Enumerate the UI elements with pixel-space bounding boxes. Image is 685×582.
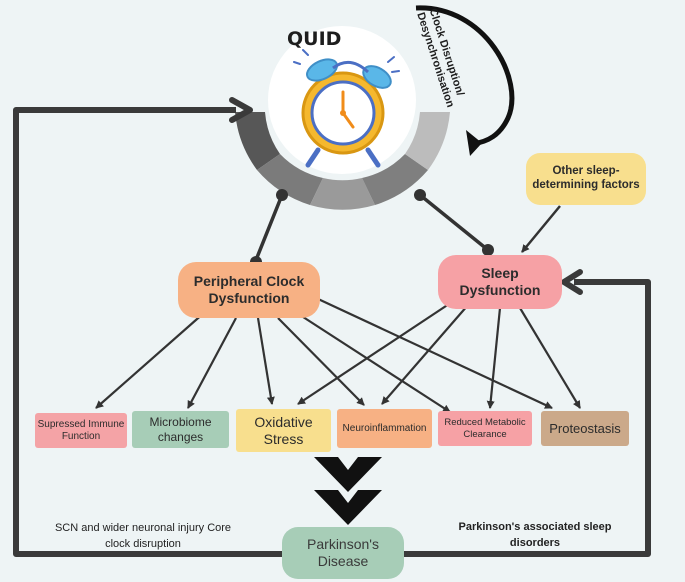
left-side-label: SCN and wider neuronal injury Core clock… xyxy=(54,522,232,550)
metabolic-node: Reduced Metabolic Clearance xyxy=(438,411,532,446)
sleep-arrows xyxy=(297,299,581,409)
oxidative-node: Oxidative Stress xyxy=(236,409,331,452)
sleep-dysfunction-node: Sleep Dysfunction xyxy=(438,255,562,309)
right-feedback-loop xyxy=(404,279,651,557)
peripheral-clock-node: Peripheral Clock Dysfunction xyxy=(178,262,320,318)
clock-disruption-arrow xyxy=(415,5,515,147)
left-feedback-loop xyxy=(13,107,282,557)
double-chevron-down-icon xyxy=(314,457,382,525)
clock-to-peripheral-line xyxy=(254,194,284,261)
quid-title: QUID xyxy=(287,28,342,50)
clock-to-sleep-line xyxy=(418,193,490,252)
right-side-label: Parkinson's associated sleep disorders xyxy=(458,521,612,549)
parkinsons-node: Parkinson's Disease xyxy=(282,527,404,579)
other-factors-node: Other sleep-determining factors xyxy=(526,153,646,205)
proteostasis-node: Proteostasis xyxy=(541,411,629,446)
alarm-clock-icon xyxy=(293,49,400,168)
peripheral-arrows xyxy=(95,297,553,413)
neuroinflammation-node: Neuroinflammation xyxy=(337,409,432,448)
immune-node: Supressed Immune Function xyxy=(35,413,127,448)
microbiome-node: Microbiome changes xyxy=(132,411,229,448)
clock-ring xyxy=(235,112,450,210)
